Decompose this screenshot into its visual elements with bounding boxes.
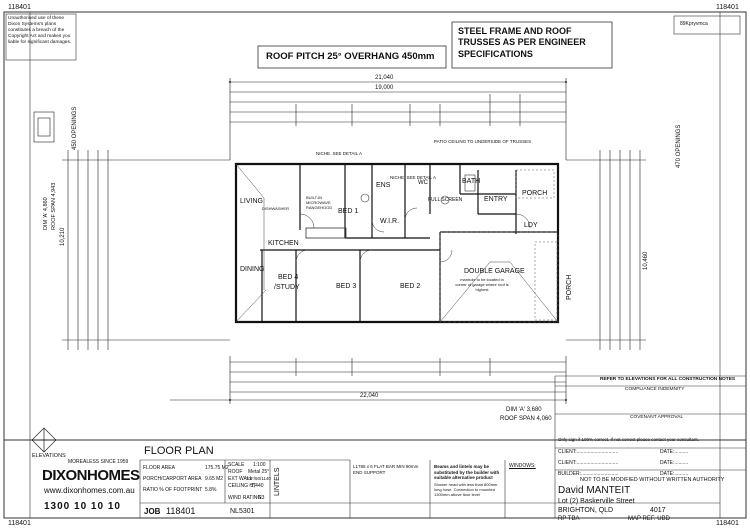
postcode: 4017 xyxy=(650,507,666,514)
copyright-notice: Unauthorised use of these Dixon Systems'… xyxy=(8,16,72,45)
spec-extwall-value: 70F/50/1140 xyxy=(246,476,271,481)
dim-overall-top2: 19,000 xyxy=(375,85,394,91)
client-name: David MANTEIT xyxy=(558,485,631,496)
dim-overall-top: 21,040 xyxy=(375,75,394,81)
client-signature-2: CLIENT:.............................. xyxy=(558,460,619,466)
dim-overall-left: 10,210 xyxy=(60,227,66,246)
porch-area-value: 9.65 M2 xyxy=(205,476,224,482)
openings-label-right: 470 OPENINGS xyxy=(676,124,682,168)
builder-signature: BUILDER:........................... xyxy=(558,471,619,477)
map-ref: MAP REF. UBD xyxy=(628,516,670,522)
suburb: BRIGHTON, QLD xyxy=(558,507,614,514)
spec-ceiling-value: 2,440 xyxy=(251,483,264,489)
elevations-label: ELEVATIONS xyxy=(32,453,66,459)
note-microwave: BUILT-IN MICROWAVE RANGEHOOD xyxy=(306,195,333,210)
windows-label: WINDOWS: xyxy=(509,463,536,469)
room-ldy: LDY xyxy=(524,222,538,229)
date-signature-1: DATE:.......... xyxy=(660,449,689,455)
room-wir: W.I.R. xyxy=(380,218,400,225)
left-dim-a: DIM 'A' 4,860 xyxy=(43,197,49,230)
refer-note: REFER TO ELEVATIONS FOR ALL CONSTRUCTION… xyxy=(600,377,736,382)
roof-pitch-label: ROOF PITCH 25° OVERHANG 450mm xyxy=(266,51,435,62)
spec-roof-value: Metal 25° xyxy=(248,469,270,475)
room-ens: ENS xyxy=(376,182,391,189)
room-dishwasher: DISHWASHER xyxy=(262,206,289,211)
room-bed1: BED 1 xyxy=(338,208,359,215)
job-number-main: 118401 xyxy=(166,506,196,516)
spec-ceiling-label: CEILING HT xyxy=(228,483,257,489)
room-study: /STUDY xyxy=(274,284,300,291)
date-signature-2: DATE:.......... xyxy=(660,460,689,466)
ratio-label: RATIO % OF FOOTPRINT xyxy=(143,487,203,493)
openings-label-left: 450 OPENINGS xyxy=(72,106,78,150)
note-niche-2: NICHE. SEE DETAIL A xyxy=(390,175,437,180)
not-modified-note: NOT TO BE MODIFIED WITHOUT WRITTEN AUTHO… xyxy=(580,477,725,483)
ratio-value: 5.8% xyxy=(205,487,217,493)
room-bed4: BED 4 xyxy=(278,274,299,281)
porch-area-label: PORCH/CARPORT AREA xyxy=(143,476,202,482)
spec-wind-value: N3 xyxy=(258,495,265,501)
room-bed2: BED 2 xyxy=(400,283,421,290)
job-number-top-right: 118401 xyxy=(716,4,739,11)
lintels-label: LINTELS xyxy=(274,467,281,496)
room-garage: DOUBLE GARAGE xyxy=(464,268,525,275)
shower-note: Shower head with less than 800mm long ho… xyxy=(434,482,498,497)
room-wc: WC xyxy=(418,180,428,186)
spec-roof-label: ROOF xyxy=(228,469,243,475)
lintel-notes: L1785 x 6 FLAT BAR MIN 90mm END SUPPORT xyxy=(353,464,419,475)
spec-wind-label: WIND RATING xyxy=(228,495,262,501)
sign-note: Only sign if 100% correct. If not correc… xyxy=(558,437,699,442)
room-entry: ENTRY xyxy=(484,196,508,203)
room-porch-top: PORCH xyxy=(522,190,548,197)
compliance-title: COMPLIANCE INDEMNITY xyxy=(625,387,685,392)
room-dining: DINING xyxy=(240,266,265,273)
brand-phone: 1300 10 10 10 xyxy=(44,501,121,512)
room-kitchen: KITCHEN xyxy=(268,240,299,247)
covenant-title: COVENANT APPROVAL xyxy=(630,415,684,420)
room-bed3: BED 3 xyxy=(336,283,357,290)
job-number-bottom-left: 118401 xyxy=(8,520,31,527)
spec-scale-value: 1:100 xyxy=(253,462,266,468)
lot-address: Lot (2) Baskerville Street xyxy=(558,498,635,505)
room-porch-side: PORCH xyxy=(566,274,573,300)
note-manhole: manhole to be located in corner of garag… xyxy=(455,277,509,292)
job-number-bottom-right: 118401 xyxy=(716,520,739,527)
rp-label: RP TBA xyxy=(558,516,580,522)
client-signature-1: CLIENT:.............................. xyxy=(558,449,619,455)
job-label: JOB xyxy=(144,507,161,516)
brand-web: www.dixonhomes.com.au xyxy=(44,486,135,495)
room-living: LIVING xyxy=(240,198,263,205)
floor-area-label: FLOOR AREA xyxy=(143,465,175,471)
room-bath: BATH xyxy=(462,178,481,185)
job-number-top-left: 118401 xyxy=(8,4,31,11)
brand-tagline: MOREALESS SINCE 1959 xyxy=(68,459,129,465)
note-patio: PATIO CEILING TO UNDERSIDE OF TRUSSES xyxy=(434,139,532,144)
dim-overall-right: 10,460 xyxy=(643,251,649,270)
dim-overall-bottom: 22,040 xyxy=(360,393,379,399)
roof-span-label: ROOF SPAN 4,060 xyxy=(500,416,552,422)
floor-area-value: 175.75 M2 xyxy=(205,465,229,471)
note-niche-1: NICHE. SEE DETAIL A xyxy=(316,151,363,156)
note-full-screen: FULL SCREEN xyxy=(428,197,463,203)
spec-extwall-label: EXT WALL xyxy=(228,476,253,482)
beams-note: Beams and lintels may be substituted by … xyxy=(434,464,500,481)
elevations-marker xyxy=(31,427,57,453)
dim-a-label: DIM 'A' 3,680 xyxy=(506,407,542,413)
date-signature-3: DATE:.......... xyxy=(660,471,689,477)
floor-plan-title: FLOOR PLAN xyxy=(144,445,214,457)
nl-code: NL5301 xyxy=(230,508,255,515)
steel-frame-note: STEEL FRAME AND ROOF TRUSSES AS PER ENGI… xyxy=(458,26,586,59)
brand-logo: DIXONHOMES xyxy=(42,467,140,484)
top-right-code: 89Kpryvmca xyxy=(680,21,708,27)
left-roof-span: ROOF SPAN 4,943 xyxy=(51,182,57,230)
spec-scale-label: SCALE xyxy=(228,462,245,468)
